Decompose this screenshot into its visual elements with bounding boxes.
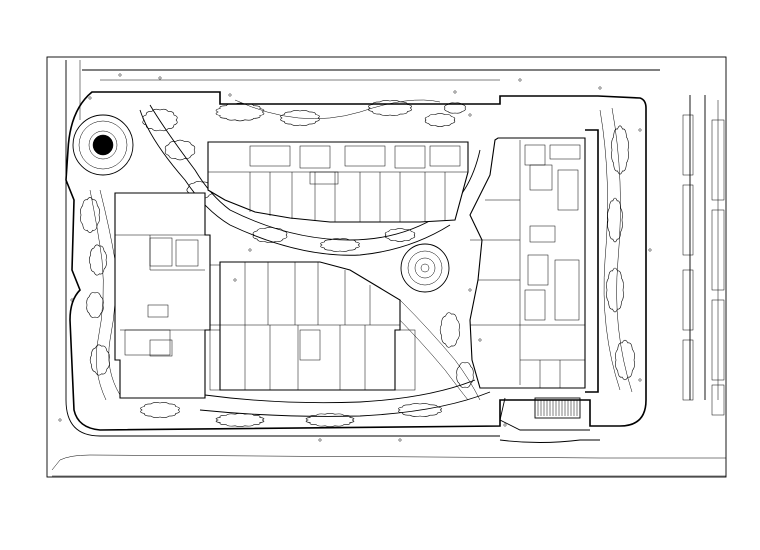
tree-cluster [424,113,456,127]
tree-cluster [607,197,623,243]
tree-cluster [252,227,288,244]
lamp-post [468,288,472,292]
tree-cluster [80,197,100,233]
building-west [114,192,211,399]
building-east [469,129,599,393]
tree-cluster [615,339,635,381]
tree-cluster [280,110,320,126]
lamp-post [468,113,472,117]
tree-cluster [140,402,180,418]
south-entrance-ramp [499,397,590,431]
tree-cluster [305,413,355,427]
lamp-post [478,338,482,342]
lamp-post [638,128,642,132]
lamp-post [233,278,237,282]
lamp-post [598,86,602,90]
drawing-frame [46,56,727,478]
lamp-post [70,298,74,302]
tree-cluster [398,403,442,417]
tree-cluster [88,244,107,276]
roundabout-planter [72,114,134,176]
tree-cluster [368,100,412,116]
lamp-post [88,96,92,100]
tree-cluster [439,312,460,348]
lamp-posts [58,73,652,442]
lamp-post [398,438,402,442]
tree-cluster [215,102,265,122]
tree-cluster [86,292,104,318]
tree-cluster [215,413,265,427]
lamp-post [638,378,642,382]
lamp-post [228,93,232,97]
tree-cluster [456,362,474,388]
tree-cluster [611,125,629,175]
tree-cluster [186,181,213,199]
central-plaza [400,243,450,293]
tree-cluster [89,344,110,376]
lamp-post [318,438,322,442]
tree-cluster [444,102,466,114]
building-north [207,141,469,223]
tree-cluster [606,267,624,313]
adjacent-strips [682,114,725,416]
lamp-post [58,418,62,422]
lamp-post [518,78,522,82]
lamp-post [158,76,162,80]
lamp-post [503,423,507,427]
tree-cluster [142,108,178,132]
lamp-post [248,248,252,252]
entrance-stair [534,397,581,419]
lamp-post [453,90,457,94]
perimeter-road [51,60,726,477]
tree-cluster [164,139,196,161]
lamp-post [118,73,122,77]
tree-cluster [384,228,416,242]
building-central [209,261,416,391]
tree-clusters [80,100,635,427]
tree-cluster [320,238,360,252]
lamp-post [648,248,652,252]
site-boundary [65,91,647,431]
